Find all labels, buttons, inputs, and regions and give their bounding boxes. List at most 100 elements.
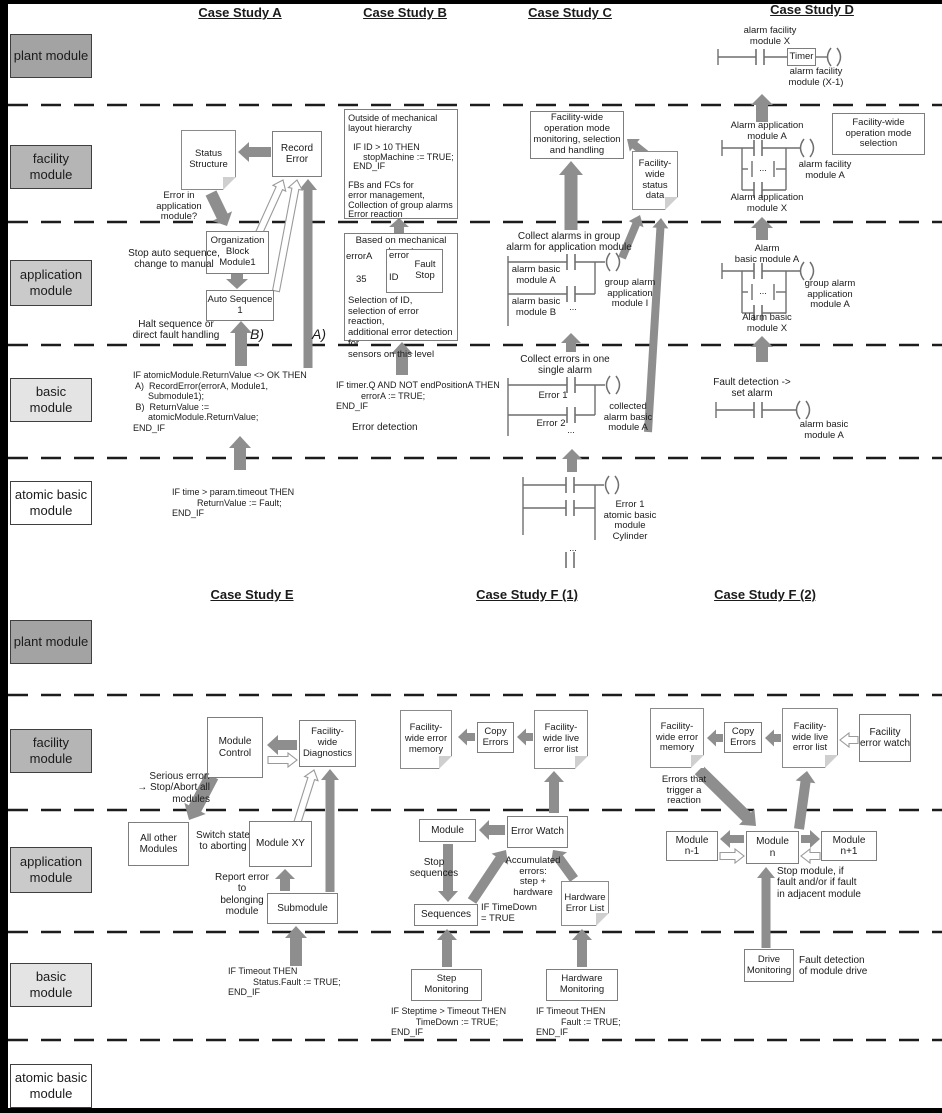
facility-dots-d: ...	[759, 163, 767, 173]
outline-arrow	[267, 751, 298, 769]
arrow	[391, 342, 413, 375]
module-n-box: Module n	[746, 831, 799, 864]
serious-error-text: Serious error: → Stop/Abort all modules	[137, 771, 210, 805]
step-code: IF Steptime > Timeout THEN TimeDown := T…	[391, 1006, 507, 1038]
stop-auto-text: Stop auto sequence, change to manual	[128, 248, 220, 271]
facility-operation-box-c: Facility-wide operation mode monitoring,…	[530, 111, 624, 159]
contact-label-a-c: alarm basic module A	[511, 264, 561, 286]
row-label-basic-module-top: basic module	[10, 378, 92, 422]
fault-stop-outer-block	[386, 249, 443, 293]
outline-arrow	[839, 731, 859, 749]
arrow	[544, 771, 564, 813]
error1-label-c: Error 1	[538, 390, 568, 401]
module-xy-box: Module XY	[249, 821, 312, 867]
arrow	[751, 336, 773, 362]
case-study-f2-title: Case Study F (2)	[714, 587, 816, 602]
arrow	[720, 830, 744, 848]
arrow	[765, 729, 781, 747]
hardware-monitoring-box: Hardware Monitoring	[546, 969, 618, 1001]
outline-arrow	[271, 179, 304, 293]
live-error-list-doc-f1: Facility- wide live error list	[534, 710, 588, 769]
hardware-code: IF Timeout THEN Fault := TRUE; END_IF	[536, 1006, 621, 1038]
arrow	[707, 729, 723, 747]
module-box-f1: Module	[419, 819, 476, 842]
arrow	[618, 215, 644, 260]
module-n-plus-1-box: Module n+1	[821, 831, 877, 861]
page-edge-top	[0, 0, 942, 4]
all-other-modules-box: All other Modules	[128, 822, 189, 866]
error-port-label: error	[389, 250, 410, 261]
arrow	[751, 94, 773, 122]
status-data-doc-c: Facility- wide status data	[632, 151, 678, 210]
arrow	[229, 436, 251, 470]
arrow	[694, 765, 756, 826]
arrow	[438, 844, 458, 902]
row-label-atomic-basic-module-bottom: atomic basic module	[10, 1064, 92, 1108]
arrow	[267, 735, 297, 755]
arrow	[479, 820, 505, 840]
arrow	[562, 449, 582, 472]
row-label-plant-module-bottom: plant module	[10, 620, 92, 664]
coil-symbol	[604, 475, 620, 495]
coil-symbol	[605, 375, 621, 395]
arrow	[321, 769, 339, 892]
step-monitoring-box: Step Monitoring	[411, 969, 482, 1001]
arrow	[572, 929, 592, 967]
halt-sequence-text: Halt sequence or direct fault handling	[132, 319, 220, 342]
drive-monitoring-box: Drive Monitoring	[744, 949, 794, 982]
auto-sequence-box: Auto Sequence 1	[206, 290, 274, 321]
coil-label-atomic-c: Error 1 atomic basic module Cylinder	[603, 499, 657, 543]
case-study-f1-title: Case Study F (1)	[476, 587, 578, 602]
facility-logic-text-b: Outside of mechanical layout hierarchy I…	[348, 113, 454, 220]
organization-block-box: Organization Block Module1	[206, 231, 269, 274]
arrow	[559, 161, 583, 230]
plant-contact-label-d: alarm facility module X	[743, 25, 797, 47]
facility-contact-bottom-d: Alarm application module X	[730, 192, 804, 214]
error-detection-text: Error detection	[352, 422, 418, 433]
arrow	[644, 218, 669, 433]
arrow	[226, 274, 248, 289]
error2-label-c: Error 2	[536, 418, 566, 429]
facility-logic-box-b: Outside of mechanical layout hierarchy I…	[344, 109, 458, 219]
timer-block: Timer	[787, 48, 816, 66]
facility-contact-top-d: Alarm application module A	[730, 120, 804, 142]
ladder-dots-app-c: ...	[569, 302, 577, 312]
row-label-plant-module-top: plant module	[10, 34, 92, 78]
copy-errors-box-f1: Copy Errors	[477, 722, 514, 753]
facility-diagnostics-box: Facility- wide Diagnostics	[299, 720, 356, 767]
outline-arrow	[800, 847, 821, 865]
error-watch-box-f1: Error Watch	[507, 816, 568, 848]
arrow	[230, 321, 252, 366]
coil-label-basic-c: collected alarm basic module A	[603, 401, 653, 434]
errora-input-label: errorA	[346, 251, 373, 262]
coil-symbol	[795, 400, 811, 420]
copy-errors-box-f2: Copy Errors	[724, 722, 762, 753]
arrow	[275, 869, 295, 891]
case-study-b-title: Case Study B	[363, 5, 447, 20]
timedown-text: IF TimeDown = TRUE	[481, 902, 537, 924]
arrow	[517, 728, 533, 746]
arrow	[458, 728, 475, 746]
fault-detection-text-f2: Fault detection of module drive	[799, 955, 868, 978]
case-study-d-title: Case Study D	[770, 2, 854, 17]
contact-label-b-c: alarm basic module B	[511, 296, 561, 318]
arrow	[801, 830, 820, 848]
app-coil-label-d: group alarm application module A	[804, 278, 856, 311]
arrow	[561, 333, 581, 352]
case-study-a-title: Case Study A	[198, 5, 282, 20]
arrow	[757, 867, 775, 948]
coil-symbol	[799, 138, 815, 158]
atomic-code-a: IF time > param.timeout THEN ReturnValue…	[172, 487, 295, 519]
basic-coil-label-d: alarm basic module A	[799, 419, 849, 441]
app-contact-bottom-d: Alarm basic module X	[742, 312, 792, 334]
arrow	[550, 850, 578, 882]
arrow	[238, 142, 271, 162]
record-error-box: Record Error	[272, 131, 322, 177]
ladder-dots-atomic-c: ...	[569, 543, 577, 553]
row-label-application-module-top: application module	[10, 260, 92, 306]
arrow	[205, 190, 233, 226]
switch-state-text: Switch state to aborting	[196, 830, 250, 853]
row-label-facility-module-bottom: facility module	[10, 729, 92, 773]
case-study-c-title: Case Study C	[528, 5, 612, 20]
